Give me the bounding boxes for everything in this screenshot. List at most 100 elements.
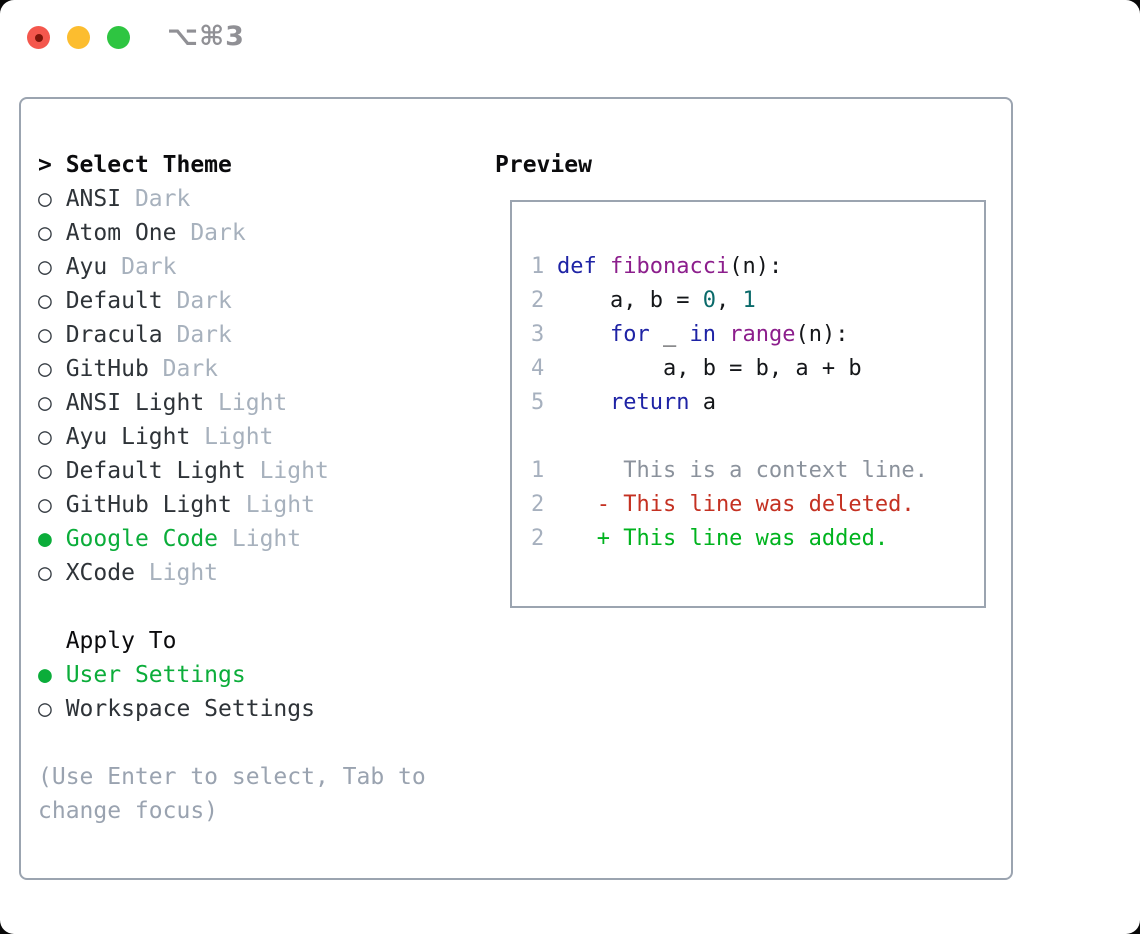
theme-name: Dracula [65,322,163,348]
radio-icon: ○ [38,560,52,586]
spacer [38,726,474,760]
theme-option-dracula-dark[interactable]: ○ Dracula Dark [38,318,474,352]
code-token-pl: , [715,288,743,313]
theme-name: Default Light [65,458,246,484]
preview-heading: Preview [495,152,592,178]
code-token-kw: def [557,254,597,279]
close-button[interactable] [27,26,50,49]
theme-name: XCode [65,560,135,586]
radio-icon: ○ [38,458,52,484]
line-number [531,420,544,454]
code-line-8: 2 - This line was deleted. [531,488,984,522]
code-line-3: 3 for _ in range(n): [531,318,984,352]
code-line-9: 2 + This line was added. [531,522,984,556]
code-token-num: 1 [742,288,756,313]
theme-variant-badge: Light [218,390,288,416]
code-token-pl [716,318,729,352]
theme-option-google-code-light[interactable]: ● Google Code Light [38,522,474,556]
theme-option-ansi-light-light[interactable]: ○ ANSI Light Light [38,386,474,420]
code-token-fn: range [729,322,796,347]
select-theme-heading: >Select Theme [38,148,474,182]
radio-icon: ○ [38,356,52,382]
theme-name: Google Code [65,526,219,552]
theme-name: Default [65,288,163,314]
prompt-caret-icon: > [38,152,52,178]
radio-icon: ○ [38,492,52,518]
line-number: 1 [531,458,545,483]
theme-variant-badge: Light [245,492,315,518]
line-number: 4 [531,356,545,381]
theme-name: ANSI Light [65,390,205,416]
apply-option-workspace-settings[interactable]: ○ Workspace Settings [38,692,474,726]
traffic-lights [27,26,130,49]
theme-option-ayu-light-light[interactable]: ○ Ayu Light Light [38,420,474,454]
code-token-pl: _ [649,322,690,347]
theme-variant-badge: Light [204,424,274,450]
apply-option-label: Workspace Settings [65,696,315,722]
apply-options-list: ●User Settings ○ Workspace Settings [38,658,474,726]
code-line-6 [531,420,984,454]
radio-icon: ○ [38,424,52,450]
window-title: ⌥⌘3 [167,21,245,52]
code-line-5: 5 return a [531,386,984,420]
radio-icon: ○ [38,186,52,212]
apply-to-heading: Apply To [65,628,177,654]
code-token-num: 0 [702,288,716,313]
code-token-pl: (n): [729,254,783,279]
theme-variant-badge: Dark [176,322,232,348]
theme-variant-badge: Dark [176,288,232,314]
apply-option-user-settings[interactable]: ●User Settings [38,658,474,692]
code-token-ctx: This is a context line. [557,458,928,483]
maximize-button[interactable] [107,26,130,49]
radio-icon: ○ [38,254,52,280]
keyboard-hint: (Use Enter to select, Tab to change focu… [38,764,426,824]
theme-variant-badge: Dark [190,220,246,246]
theme-variant-badge: Dark [162,356,219,382]
theme-option-github-dark[interactable]: ○ GitHub Dark [38,352,474,386]
code-line-7: 1 This is a context line. [531,454,984,488]
theme-name: GitHub [65,356,149,382]
code-line-2: 2 a, b = 0, 1 [531,284,984,318]
radio-selected-icon: ● [38,526,52,552]
spacer [38,590,474,624]
code-token-kw: return [609,390,690,415]
line-number: 1 [531,254,545,279]
code-token-pl: a [689,390,716,415]
theme-name: Ayu Light [65,424,191,450]
theme-variant-badge: Light [148,560,219,586]
theme-name: ANSI [65,186,122,212]
code-token-pl: a, b = [557,288,703,313]
code-line-1: 1 def fibonacci(n): [531,250,984,284]
code-token-pl [557,386,610,420]
code-token-pl [557,318,610,352]
line-number: 2 [531,492,545,517]
code-token-pl: a, b = b, a + b [557,356,862,381]
radio-icon: ○ [38,390,52,416]
theme-option-ansi-dark[interactable]: ○ ANSI Dark [38,182,474,216]
theme-variant-badge: Dark [134,186,191,212]
theme-option-xcode-light[interactable]: ○ XCode Light [38,556,474,590]
code-line-4: 4 a, b = b, a + b [531,352,984,386]
code-token-pl [597,250,610,284]
theme-name: Atom One [65,220,177,246]
radio-icon: ○ [38,696,52,722]
apply-option-label: User Settings [65,662,246,688]
line-number: 2 [531,526,545,551]
radio-icon: ○ [38,322,52,348]
code-token-fn: fibonacci [610,254,730,279]
code-token-kw: in [689,322,716,347]
theme-name: Ayu [65,254,108,280]
theme-variant-badge: Light [231,526,302,552]
minimize-button[interactable] [67,26,90,49]
code-token-pl: (n): [795,322,849,347]
